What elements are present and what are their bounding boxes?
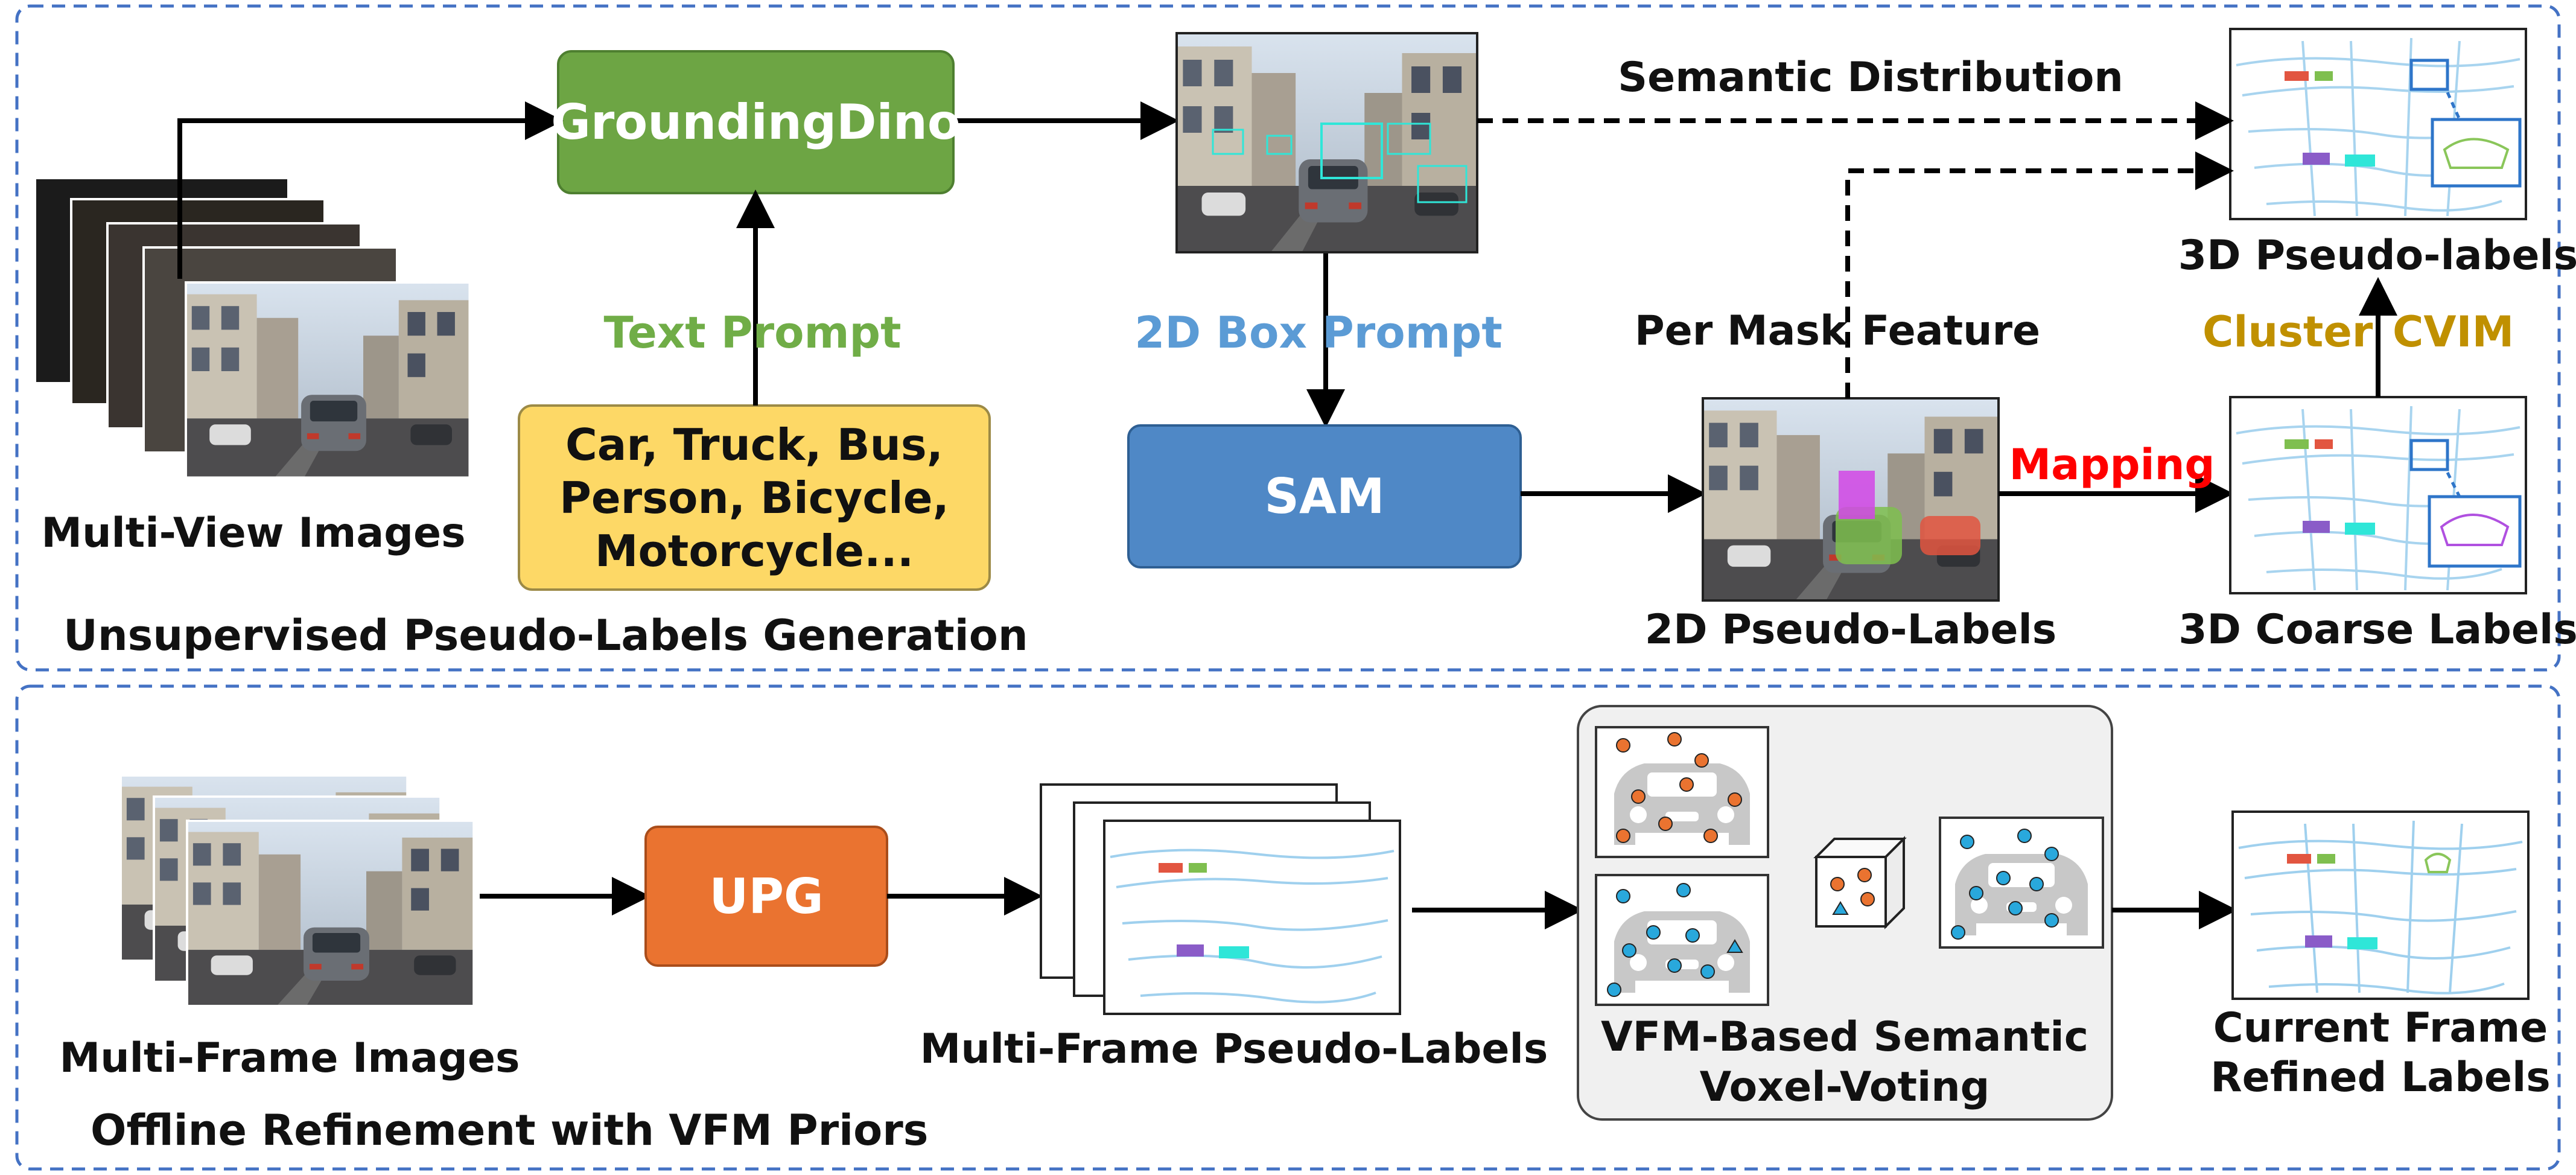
top-section-title: Unsupervised Pseudo-Labels Generation [63, 611, 1028, 660]
arrow-images-to-groundingdino [177, 101, 564, 279]
refined-labels-line-2: Refined Labels [2210, 1054, 2551, 1101]
per-mask-feature-label: Per Mask Feature [1634, 307, 2041, 355]
prompt-line-2: Person, Bicycle, [559, 472, 949, 523]
groundingdino-label: GroundingDino [551, 94, 961, 150]
pseudo-labels-2d-label: 2D Pseudo-Labels [1644, 606, 2057, 654]
bottom-section-title: Offline Refinement with VFM Priors [91, 1106, 929, 1155]
semantic-distribution-label: Semantic Distribution [1618, 54, 2123, 101]
box-prompt-label: 2D Box Prompt [1134, 307, 1503, 358]
prompt-line-3: Motorcycle... [594, 525, 914, 576]
multi-frame-images-label: Multi-Frame Images [59, 1034, 520, 1082]
upg-label: UPG [709, 868, 824, 925]
car-panel-result [1939, 817, 2104, 949]
car-panel-orange [1595, 726, 1769, 858]
multi-view-images-stack [34, 177, 471, 479]
cluster-label: Cluster [2202, 307, 2373, 357]
multi-frame-pseudo-labels-label: Multi-Frame Pseudo-Labels [920, 1025, 1548, 1073]
refined-labels-image [2231, 810, 2530, 1000]
voxel-cube-icon [1813, 836, 1907, 929]
pseudo-labels-3d-label: 3D Pseudo-labels [2178, 232, 2576, 279]
voxel-voting-label-line-1: VFM-Based Semantic [1601, 1013, 2088, 1061]
pseudo-labels-2d-image [1702, 397, 2000, 602]
mapping-label: Mapping [2009, 440, 2215, 489]
car-panel-blue [1595, 874, 1769, 1006]
prompt-text-block: Car, Truck, Bus, Person, Bicycle, Motorc… [519, 406, 990, 590]
bottom-section-border [15, 684, 2561, 1171]
text-prompt-label: Text Prompt [603, 307, 902, 358]
pseudo-labels-3d-image [2229, 28, 2527, 220]
sam-label: SAM [1264, 468, 1385, 524]
arrow-per-mask-feature [1845, 151, 2234, 398]
cvim-label: CVIM [2393, 307, 2514, 357]
voxel-voting-label-line-2: Voxel-Voting [1699, 1063, 1990, 1111]
refined-labels-line-1: Current Frame [2213, 1004, 2548, 1052]
multi-frame-images-stack [119, 774, 475, 1007]
multi-frame-pseudo-labels-stack [1040, 783, 1401, 1015]
coarse-labels-3d-label: 3D Coarse Labels [2178, 606, 2576, 654]
multi-view-images-label: Multi-View Images [41, 509, 466, 557]
top-section-border [15, 4, 2561, 672]
coarse-labels-3d-image [2229, 396, 2527, 594]
detection-image [1175, 32, 1478, 253]
prompt-line-1: Car, Truck, Bus, [565, 419, 944, 470]
sam-block [1127, 424, 1522, 568]
